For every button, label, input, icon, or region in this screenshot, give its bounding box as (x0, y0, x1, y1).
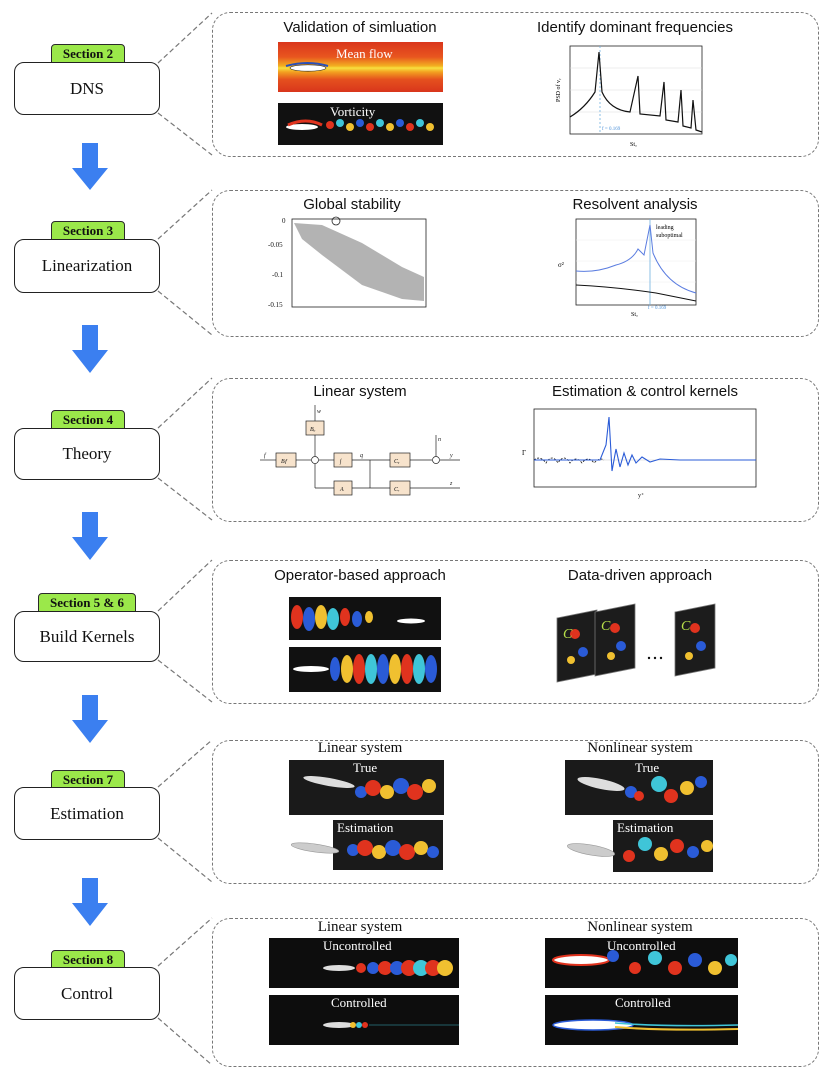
signal-label: n (438, 437, 441, 443)
signal-label: y (449, 453, 453, 459)
controlled-label: Controlled (331, 995, 387, 1010)
down-arrow-2 (72, 325, 108, 373)
svg-text:C: C (601, 619, 611, 634)
resolvent-xlabel: Stₐ (631, 312, 638, 318)
svg-text:C: C (681, 619, 691, 634)
airfoil-icon (567, 843, 615, 857)
panel-title-right: Estimation & control kernels (552, 383, 738, 400)
mean-flow-image: Mean flow (278, 42, 443, 92)
estimation-label: Estimation (617, 820, 674, 835)
panel-title-left: Operator-based approach (274, 567, 446, 584)
panel-title-left: Global stability (303, 196, 401, 213)
panel-title-left: Linear system (317, 740, 403, 756)
block-label: Cᵣ (394, 487, 400, 493)
linear-true-field: True (289, 760, 444, 815)
resolvent-legend: suboptimal (656, 233, 683, 239)
section-tag: Section 2 (51, 44, 125, 64)
airfoil-icon (290, 842, 340, 854)
block-label: A (339, 487, 344, 493)
true-label: True (353, 760, 378, 775)
signal-label: f (264, 452, 267, 459)
panel-title-left: Validation of simluation (283, 19, 437, 36)
psd-plot: PSD of vᵧ Stₐ f = 0.169 (550, 42, 710, 150)
stability-ytick: -0.15 (268, 301, 283, 309)
resolvent-plot: leading suboptimal σ² Stₐ f = 0.169 (556, 215, 704, 318)
stability-ytick: -0.05 (268, 241, 283, 249)
uncontrolled-label: Uncontrolled (323, 938, 392, 953)
panel-title-left: Linear system (313, 383, 407, 400)
down-arrow-5 (72, 878, 108, 926)
resolvent-ylabel: σ² (558, 261, 564, 269)
psd-ylabel: PSD of vᵧ (555, 78, 562, 102)
section-tag: Section 4 (51, 410, 125, 430)
stability-ytick: -0.1 (272, 271, 284, 279)
vorticity-label: Vorticity (330, 104, 376, 119)
block-label: ∫ (339, 458, 342, 465)
stage-box-control: Control (14, 967, 160, 1020)
down-arrow-1 (72, 143, 108, 190)
resolvent-legend: leading (656, 225, 674, 231)
stage-box-dns: DNS (14, 62, 160, 115)
svg-text:C: C (563, 627, 573, 642)
linear-estimation-field: Estimation (333, 820, 443, 870)
global-stability-plot: 0 -0.05 -0.1 -0.15 (262, 215, 432, 315)
panel-title-right: Nonlinear system (587, 740, 693, 756)
stage-box-build-kernels: Build Kernels (14, 611, 160, 662)
block-label: Cᵧ (394, 459, 400, 465)
block-label: Bƒ (281, 459, 288, 465)
psd-xlabel: Stₐ (630, 142, 637, 148)
section-tag: Section 7 (51, 770, 125, 790)
down-arrow-3 (72, 512, 108, 560)
linear-controlled-field: Controlled (269, 995, 459, 1045)
panel-title-right: Data-driven approach (567, 567, 713, 584)
mean-flow-label: Mean flow (336, 46, 393, 61)
nonlinear-estimation-field: Estimation (613, 820, 713, 872)
panel-title-right: Nonlinear system (587, 919, 693, 935)
panel-title-right: Identify dominant frequencies (537, 19, 733, 36)
nonlinear-true-field: True (565, 760, 713, 815)
panel-title-left: Linear system (317, 919, 403, 935)
stage-box-theory: Theory (14, 428, 160, 480)
block-diagram: Bₒ Bƒ ∫ Cᵧ A Cᵣ w f q y z n (260, 405, 470, 500)
panel-title-right: Resolvent analysis (572, 196, 698, 213)
signal-label: z (449, 481, 453, 487)
resolvent-marker: f = 0.169 (648, 306, 667, 311)
kernel-xlabel: y⁺ (638, 492, 644, 499)
estimation-label: Estimation (337, 820, 394, 835)
stage-box-estimation: Estimation (14, 787, 160, 840)
signal-label: w (317, 409, 321, 415)
down-arrow-4 (72, 695, 108, 743)
stability-ytick: 0 (282, 217, 286, 225)
operator-kernel-image (289, 597, 441, 640)
signal-label: q (360, 453, 363, 459)
controlled-label: Controlled (615, 995, 671, 1010)
kernel-ylabel: Γ (522, 449, 526, 457)
uncontrolled-label: Uncontrolled (607, 938, 676, 953)
stage-box-linearization: Linearization (14, 239, 160, 293)
psd-marker: f = 0.169 (602, 127, 621, 132)
linear-uncontrolled-field: Uncontrolled (269, 938, 459, 988)
operator-kernel-image (289, 647, 441, 692)
block-label: Bₒ (310, 427, 316, 433)
nonlinear-uncontrolled-field: Uncontrolled (545, 938, 738, 988)
kernel-plot: Γ y⁺ (520, 405, 760, 500)
section-tag: Section 3 (51, 221, 125, 241)
true-label: True (635, 760, 660, 775)
nonlinear-controlled-field: Controlled (545, 995, 738, 1045)
section-tag: Section 5 & 6 (38, 593, 136, 613)
vorticity-image: Vorticity (278, 103, 443, 145)
